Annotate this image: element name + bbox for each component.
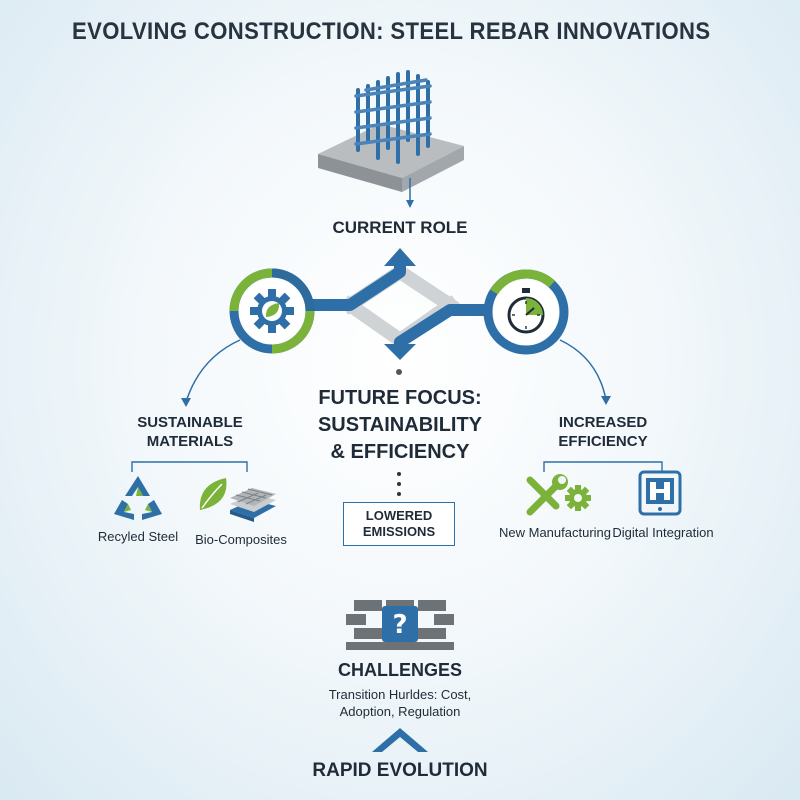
recycle-icon [114,476,162,520]
lowered-emissions-line-2: EMISSIONS [362,524,436,539]
sustainable-line-1: SUSTAINABLE [137,414,243,431]
lowered-emissions-line-1: LOWERED [365,508,433,523]
gear-leaf-icon [229,268,315,354]
challenges-line-2: Adoption, Regulation [339,704,461,719]
future-focus-line-1: FUTURE FOCUS: [318,387,482,409]
efficiency-line-1: INCREASED [558,414,648,431]
future-focus-line-3: & EFFICIENCY [330,441,470,463]
efficiency-line-2: EFFICIENCY [558,433,648,450]
bio-composites-label: Bio-Composites [195,532,287,547]
future-focus-line-2: SUSTAINABILITY [317,414,483,436]
rapid-evolution-label: RAPID EVOLUTION [312,760,488,781]
bio-composite-icon [199,478,276,522]
lowered-emissions-box: LOWERED EMISSIONS [343,502,455,546]
lowered-emissions-label: LOWERED EMISSIONS [344,503,454,540]
new-manufacturing-label: New Manufacturing [499,525,611,540]
challenges-description: Transition Hurldes: Cost, Adoption, Regu… [290,686,510,720]
rebar-cage-icon [318,70,464,208]
page-title: EVOLVING CONSTRUCTION: STEEL REBAR INNOV… [72,18,711,45]
brick-question-icon: ? [346,600,454,650]
current-role-label: CURRENT ROLE [332,218,468,237]
svg-text:?: ? [392,610,407,640]
future-focus-heading: FUTURE FOCUS: SUSTAINABILITY & EFFICIENC… [290,385,510,466]
chevron-up-icon [372,728,428,752]
sustainable-line-2: MATERIALS [146,433,234,450]
wrench-gear-icon [526,474,591,516]
increased-efficiency-heading: INCREASED EFFICIENCY [528,413,678,451]
challenges-line-1: Transition Hurldes: Cost, [328,687,472,702]
sustainable-materials-heading: SUSTAINABLE MATERIALS [110,413,270,451]
challenges-heading: CHALLENGES [337,660,462,680]
tablet-icon [638,470,682,516]
recycled-steel-label: Recyled Steel [97,529,179,544]
digital-integration-label: Digital Integration [612,525,714,540]
stopwatch-icon [483,269,569,355]
